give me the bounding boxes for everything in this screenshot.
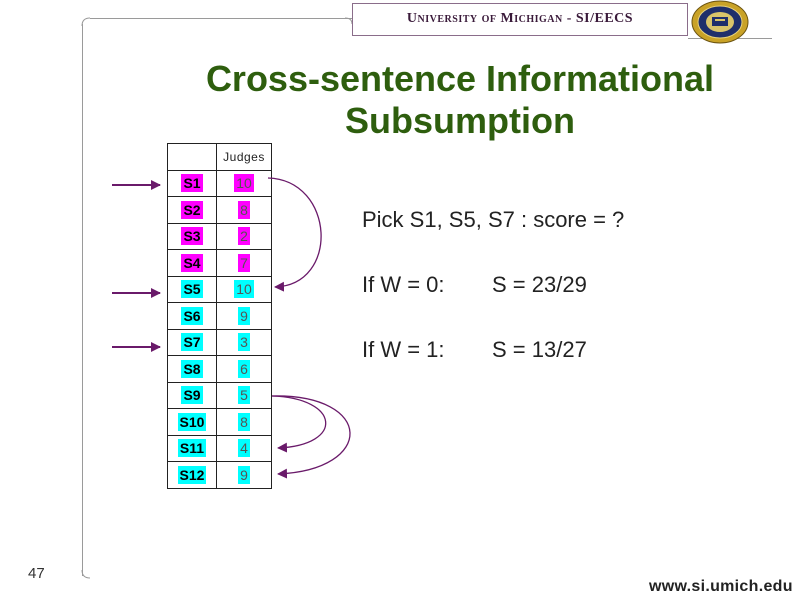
sentence-label: S9 <box>181 386 203 405</box>
sentence-label: S6 <box>181 306 203 325</box>
sentence-label: S1 <box>181 174 203 193</box>
sentence-label: S4 <box>181 253 203 272</box>
university-seal-icon <box>691 0 749 44</box>
judge-score: 9 <box>238 465 250 484</box>
judge-score: 3 <box>238 333 250 352</box>
table-row: S6 9 <box>167 302 272 330</box>
table-row: S12 9 <box>167 461 272 489</box>
sentence-label-cell: S12 <box>167 461 217 489</box>
slide-number: 47 <box>28 565 45 582</box>
subsumption-arc-s9-s11 <box>271 395 327 453</box>
judge-score: 10 <box>234 280 254 299</box>
sentence-label-cell: S1 <box>167 169 217 197</box>
judge-score: 8 <box>238 412 250 431</box>
judge-score-cell: 3 <box>216 328 272 356</box>
judge-score: 5 <box>238 386 250 405</box>
sentence-label: S7 <box>181 333 203 352</box>
slide-title-line-1: Cross-sentence Informational <box>205 58 715 99</box>
sentence-label: S5 <box>181 280 203 299</box>
w0-label: If W = 0: <box>362 272 445 297</box>
judge-score: 4 <box>238 439 250 458</box>
sentence-label-cell: S3 <box>167 222 217 250</box>
sentence-label: S12 <box>177 465 207 484</box>
sentence-label-cell: S4 <box>167 249 217 277</box>
sentence-label-cell: S6 <box>167 302 217 330</box>
sentence-label: S2 <box>181 200 203 219</box>
judge-score: 7 <box>238 253 250 272</box>
judge-score-cell: 5 <box>216 381 272 409</box>
sentence-label: S3 <box>181 227 203 246</box>
table-header-row: Judges <box>167 143 272 171</box>
table-row: S3 2 <box>167 222 272 250</box>
slide-title: Cross-sentence Informational Subsumption <box>160 58 760 142</box>
subsumption-arc-s1-s5 <box>267 177 322 292</box>
judge-score: 2 <box>238 227 250 246</box>
sentence-label-cell: S11 <box>167 434 217 462</box>
w0-score: S = 23/29 <box>492 272 587 297</box>
sentence-label: S10 <box>177 412 207 431</box>
judge-score: 9 <box>238 306 250 325</box>
table-header-judges: Judges <box>216 143 272 171</box>
footer-url: www.si.umich.edu <box>649 578 793 595</box>
judge-score: 8 <box>238 200 250 219</box>
judge-score-cell: 10 <box>216 275 272 303</box>
table-row: S7 3 <box>167 328 272 356</box>
sentence-label: S11 <box>177 439 207 458</box>
judge-score-cell: 10 <box>216 169 272 197</box>
pick-question: Pick S1, S5, S7 : score = ? <box>362 207 625 232</box>
judge-score: 6 <box>238 359 250 378</box>
table-row: S5 10 <box>167 275 272 303</box>
header-banner: University of Michigan - SI/EECS <box>352 3 688 36</box>
sentence-label-cell: S7 <box>167 328 217 356</box>
w1-label: If W = 1: <box>362 337 445 362</box>
subsumption-arc-s9-s12 <box>271 395 351 479</box>
w1-score: S = 13/27 <box>492 337 587 362</box>
judge-score-cell: 9 <box>216 461 272 489</box>
table-row: S2 8 <box>167 196 272 224</box>
frame-top-line <box>90 18 352 19</box>
table-row: S10 8 <box>167 408 272 436</box>
table-row: S1 10 <box>167 169 272 197</box>
judge-score-cell: 6 <box>216 355 272 383</box>
table-row: S4 7 <box>167 249 272 277</box>
judge-score-cell: 2 <box>216 222 272 250</box>
frame-left-line <box>82 24 83 576</box>
slide-title-line-2: Subsumption <box>345 100 575 141</box>
judge-score-cell: 8 <box>216 196 272 224</box>
sentence-label: S8 <box>181 359 203 378</box>
table-row: S11 4 <box>167 434 272 462</box>
table-row: S8 6 <box>167 355 272 383</box>
judge-score: 10 <box>234 174 254 193</box>
header-title: University of Michigan - SI/EECS <box>406 11 634 26</box>
